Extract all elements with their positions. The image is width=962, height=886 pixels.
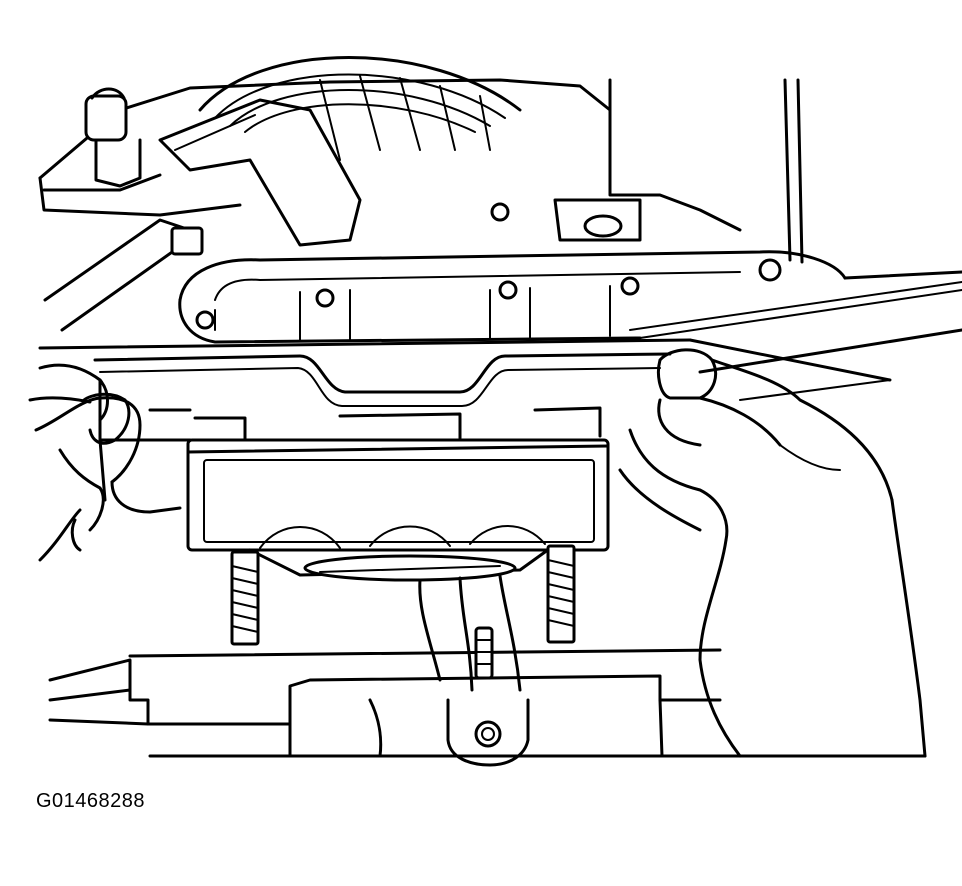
oil-pan-flange <box>178 250 962 344</box>
crossmember-gasket <box>38 328 962 442</box>
right-stud <box>546 544 576 644</box>
left-stud <box>230 550 260 646</box>
right-hand <box>618 348 927 758</box>
figure-id-label: G01468288 <box>36 790 146 812</box>
engine-mount-block <box>186 406 610 582</box>
lower-frame-bracket <box>48 574 722 767</box>
mount-studs <box>230 544 576 646</box>
engine-upper-housing <box>38 56 804 332</box>
left-hand <box>28 363 182 562</box>
